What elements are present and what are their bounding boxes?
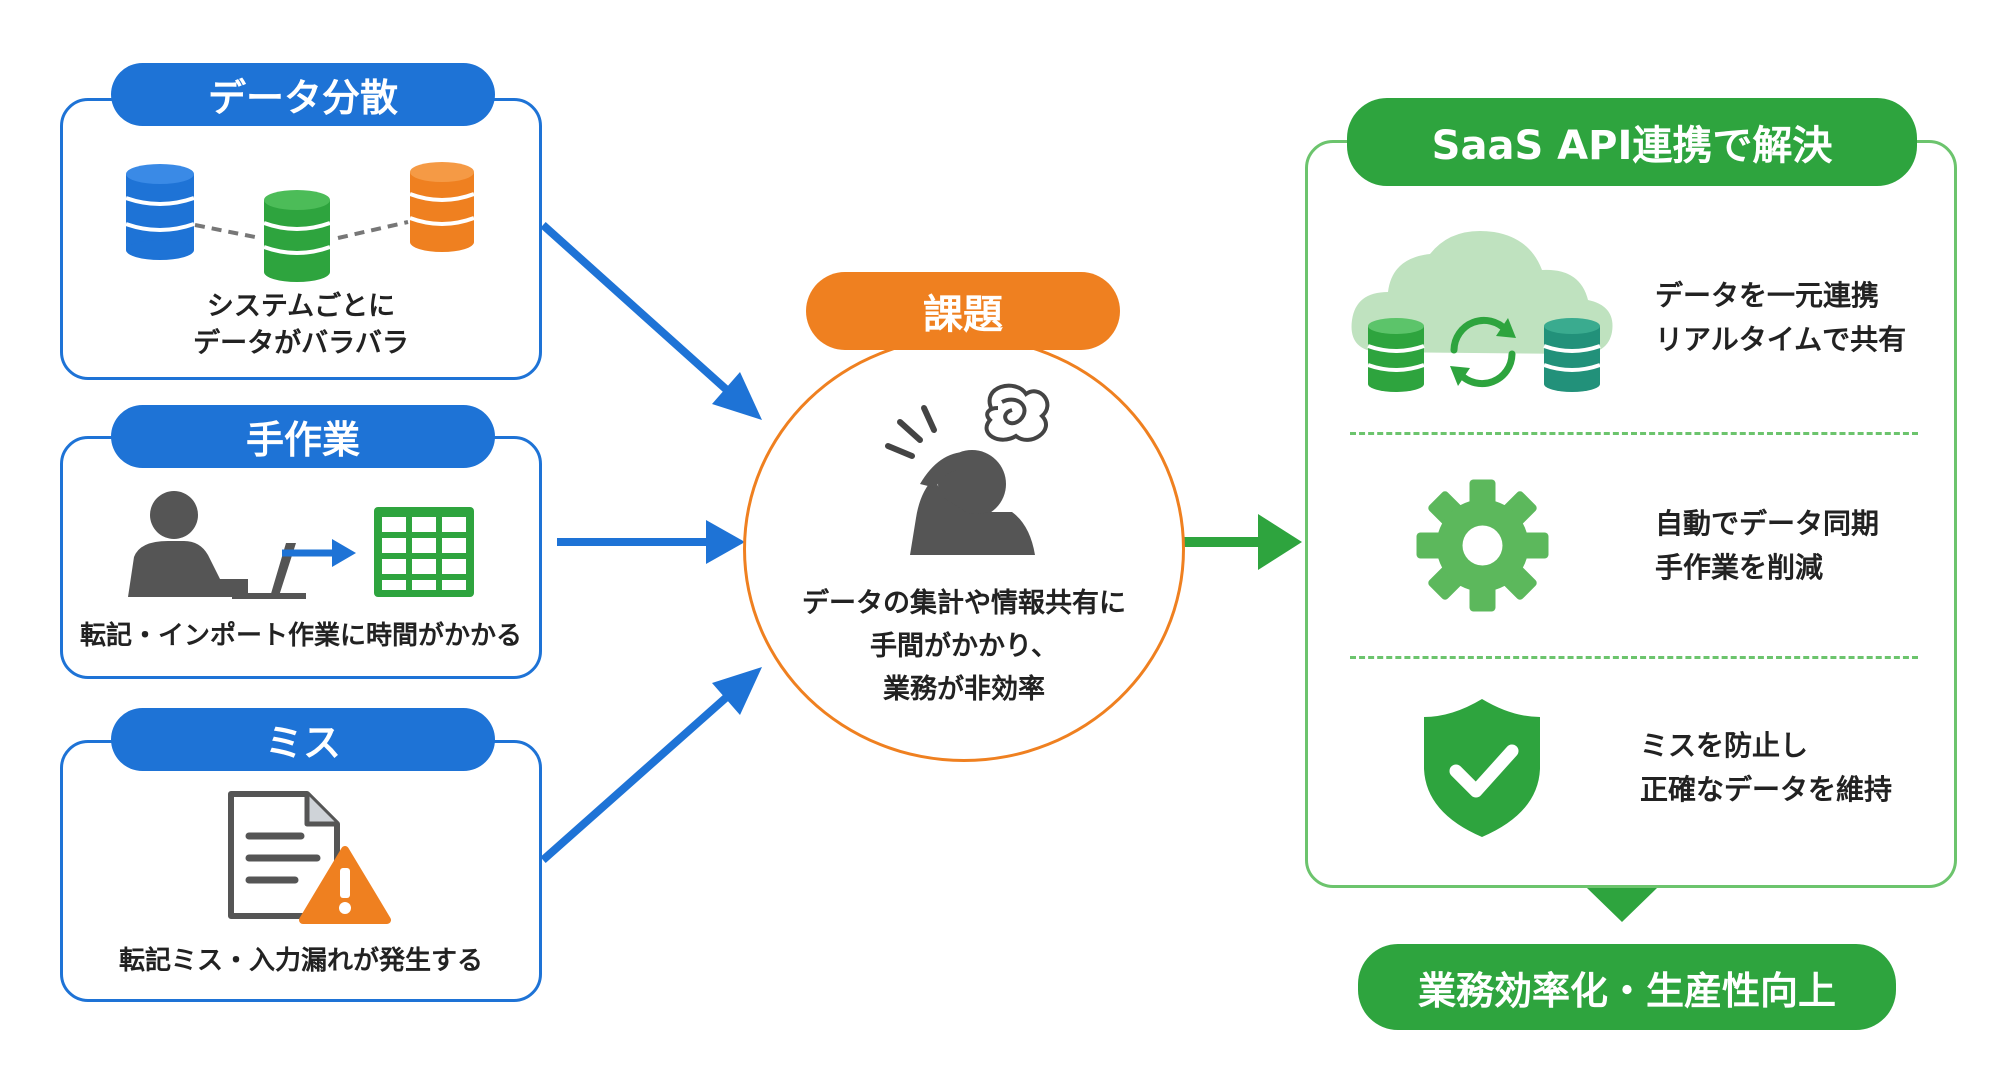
arrow-right-icon [282, 539, 356, 567]
caption-line: 転記・インポート作業に時間がかかる [79, 621, 522, 651]
caption-line: システムごとに [206, 291, 396, 322]
problem-title-mistakes: ミス [111, 708, 495, 771]
database-cluster [125, 162, 475, 282]
issue-title: 課題 [806, 272, 1120, 350]
divider-1 [1350, 432, 1918, 435]
tangle-bubble [984, 383, 1050, 442]
spreadsheet-icon [374, 507, 474, 597]
database-orange-icon [409, 162, 475, 252]
document-icon [228, 791, 340, 919]
solution-text-line: 自動でデータ同期 [1655, 507, 1880, 540]
sync-icon [1450, 316, 1516, 388]
issue-text-line: 業務が非効率 [883, 674, 1045, 705]
shield-check-icon [1424, 699, 1540, 837]
gear-icon [1416, 479, 1549, 612]
issue-text-line: 手間がかかり、 [870, 631, 1058, 662]
solution-text-line: リアルタイムで共有 [1655, 323, 1907, 356]
problem-title-manual-work: 手作業 [111, 405, 495, 468]
manual-work-illustration [128, 491, 474, 599]
problem-caption-mistakes: 転記ミス・入力漏れが発生する [60, 943, 542, 980]
arrow-middle-to-issue [557, 520, 745, 564]
caption-line: データがバラバラ [193, 328, 409, 359]
divider-2 [1350, 656, 1918, 659]
person-silhouette [910, 450, 1035, 555]
solution-title: SaaS API連携で解決 [1347, 98, 1917, 186]
database-blue-icon [125, 164, 195, 260]
database-right-icon [1543, 318, 1601, 392]
mistake-illustration [228, 791, 391, 924]
caption-line: 転記ミス・入力漏れが発生する [118, 946, 483, 976]
solution-item-1-text: データを一元連携 リアルタイムで共有 [1655, 274, 1906, 362]
person-laptop-icon [128, 491, 306, 599]
solution-text-line: 手作業を削減 [1655, 551, 1824, 584]
outcome-badge: 業務効率化・生産性向上 [1358, 944, 1896, 1030]
solution-text-line: ミスを防止し [1640, 729, 1809, 762]
troubled-person-icon [885, 383, 1050, 555]
arrow-top-to-issue [540, 222, 762, 420]
problem-title-data-distribution: データ分散 [111, 63, 495, 126]
arrow-solution-to-outcome [1587, 888, 1657, 922]
arrow-issue-to-solution [1183, 514, 1302, 570]
issue-text-line: データの集計や情報共有に [802, 588, 1126, 619]
solution-item-3-text: ミスを防止し 正確なデータを維持 [1640, 724, 1892, 812]
stress-lines [885, 405, 937, 459]
warning-icon [299, 846, 391, 924]
issue-text: データの集計や情報共有に 手間がかかり、 業務が非効率 [743, 582, 1185, 711]
solution-text-line: 正確なデータを維持 [1640, 773, 1893, 806]
problem-caption-data-distribution: システムごとに データがバラバラ [60, 288, 542, 362]
solution-text-line: データを一元連携 [1655, 279, 1880, 312]
arrow-bottom-to-issue [540, 667, 762, 863]
database-left-icon [1367, 318, 1425, 392]
solution-item-2-text: 自動でデータ同期 手作業を削減 [1655, 502, 1879, 590]
database-green-icon [263, 190, 331, 282]
problem-caption-manual-work: 転記・インポート作業に時間がかかる [60, 618, 542, 655]
cloud-sync-icon [1351, 230, 1613, 392]
